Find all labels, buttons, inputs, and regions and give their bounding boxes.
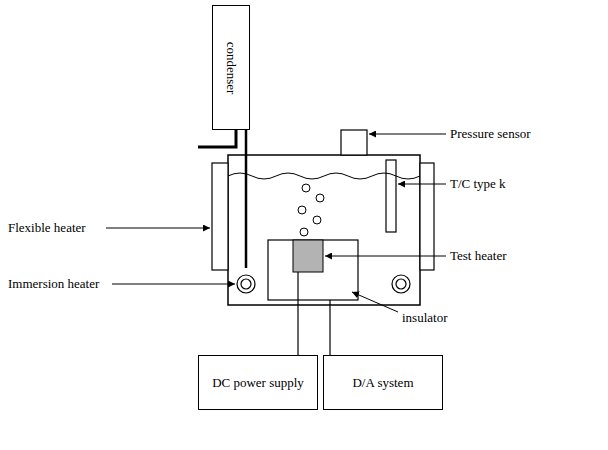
vent-pipe xyxy=(198,130,236,147)
part-label: Test heater xyxy=(450,248,506,264)
node-label: D/A system xyxy=(352,375,413,391)
thermocouple xyxy=(386,160,396,232)
node-label: condenser xyxy=(223,41,239,94)
return-tube xyxy=(245,130,248,268)
flexible-heater xyxy=(212,163,228,270)
insulator-block xyxy=(268,240,358,300)
node-label: DC power supply xyxy=(212,375,304,391)
part-label: insulator xyxy=(402,310,448,326)
vessel xyxy=(228,155,420,305)
condenser-box: condenser xyxy=(212,5,250,130)
power-supply-box: DC power supply xyxy=(198,355,318,410)
part-label: Flexible heater xyxy=(8,220,86,236)
daq-box: D/A system xyxy=(323,355,443,410)
leader-arrow xyxy=(106,134,446,312)
part-label: Pressure sensor xyxy=(450,126,531,142)
pressure-sensor xyxy=(341,130,367,155)
bubbles xyxy=(298,184,324,236)
wire xyxy=(298,272,330,355)
test-heater xyxy=(293,240,323,272)
part-label: T/C type k xyxy=(450,176,506,192)
flexible-heater xyxy=(420,163,434,270)
immersion-heater xyxy=(237,275,410,293)
part-label: Immersion heater xyxy=(8,276,99,292)
liquid-surface xyxy=(228,173,420,179)
